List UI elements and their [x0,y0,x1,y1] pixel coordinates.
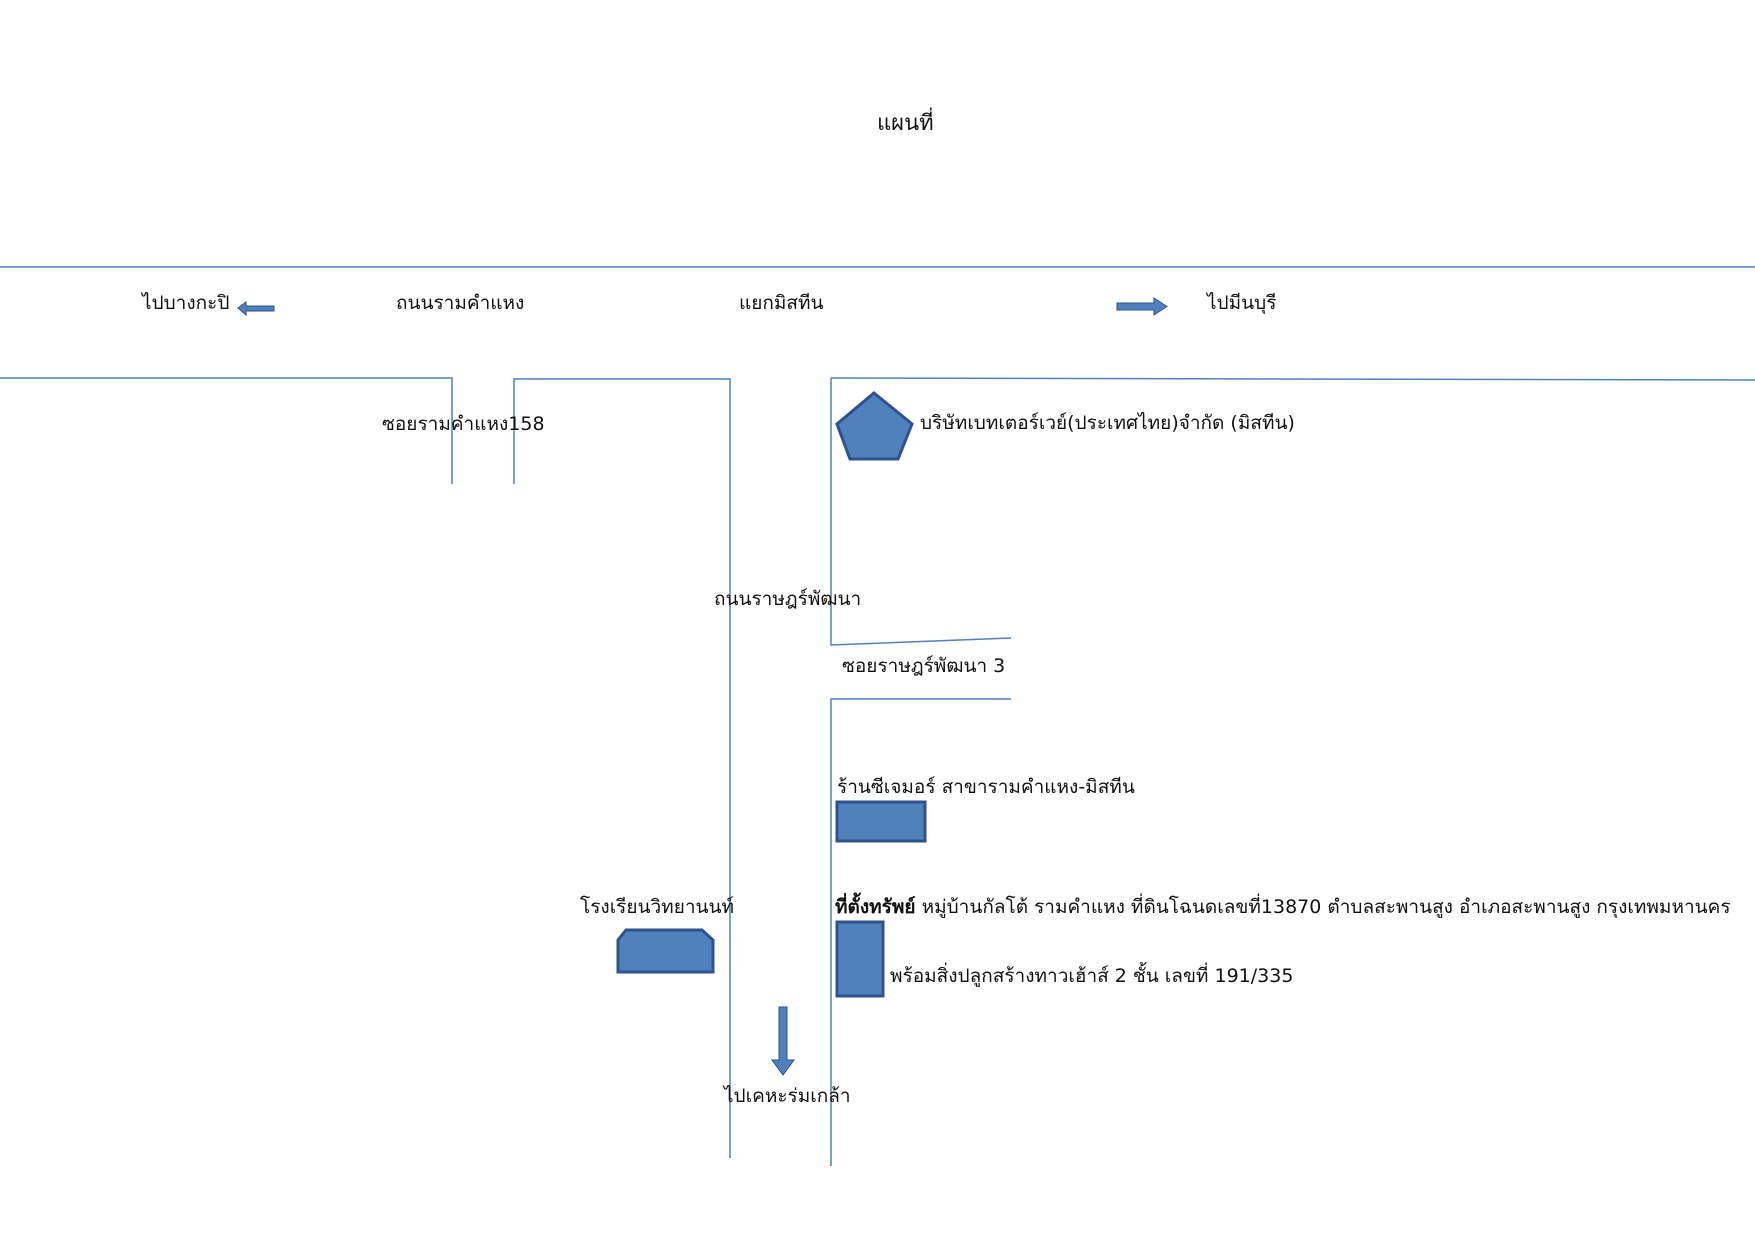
arrow-left-icon [237,301,275,317]
main-road-bottom-edge-left [0,377,453,484]
label-property-title: ที่ตั้งทรัพย์ [835,896,916,918]
property-marker [835,920,885,998]
label-ratpattana-road: ถนนราษฎร์พัฒนา [714,588,862,610]
ratpattana-road-right-edge-lower [830,698,1011,1166]
main-road-bottom-edge-right [830,377,1755,381]
label-soi-ramkhamhaeng-158: ซอยรามคำแหง158 [382,413,545,435]
arrow-right-icon [1116,297,1168,316]
label-cj-more: ร้านซีเจมอร์ สาขารามคำแหง-มิสทีน [837,776,1135,798]
label-to-bangkapi: ไปบางกะปิ [142,292,230,314]
label-soi-ratpattana-3: ซอยราษฎร์พัฒนา 3 [842,655,1006,677]
school-marker [616,928,715,974]
label-ramkhamhaeng-road: ถนนรามคำแหง [396,292,525,314]
label-building: พร้อมสิ่งปลูกสร้างทาวเฮ้าส์ 2 ชั้น เลขที… [890,965,1294,987]
label-to-ket-ruamklao: ไปเคหะร่มเกล้า [724,1085,851,1107]
label-mistine-junction: แยกมิสทีน [739,292,824,314]
label-property: ที่ตั้งทรัพย์ หมู่บ้านกัลโต้ รามคำแหง ที… [835,898,1731,917]
arrow-down-icon [771,1006,795,1076]
label-better-way-company: บริษัทเบทเตอร์เวย์(ประเทศไทย)จำกัด (มิสท… [920,412,1295,434]
label-school: โรงเรียนวิทยานนท์ [580,896,735,918]
label-property-detail: หมู่บ้านกัลโต้ รามคำแหง ที่ดินโฉนดเลขที่… [915,896,1731,918]
page-title: แผนที่ [877,111,934,136]
ratpattana-road-right-edge-upper [830,378,1012,646]
main-road-bottom-edge-middle [513,378,731,1158]
pentagon-icon [835,391,914,461]
label-to-minburi: ไปมีนบุรี [1207,292,1277,314]
cj-more-marker [835,800,927,843]
